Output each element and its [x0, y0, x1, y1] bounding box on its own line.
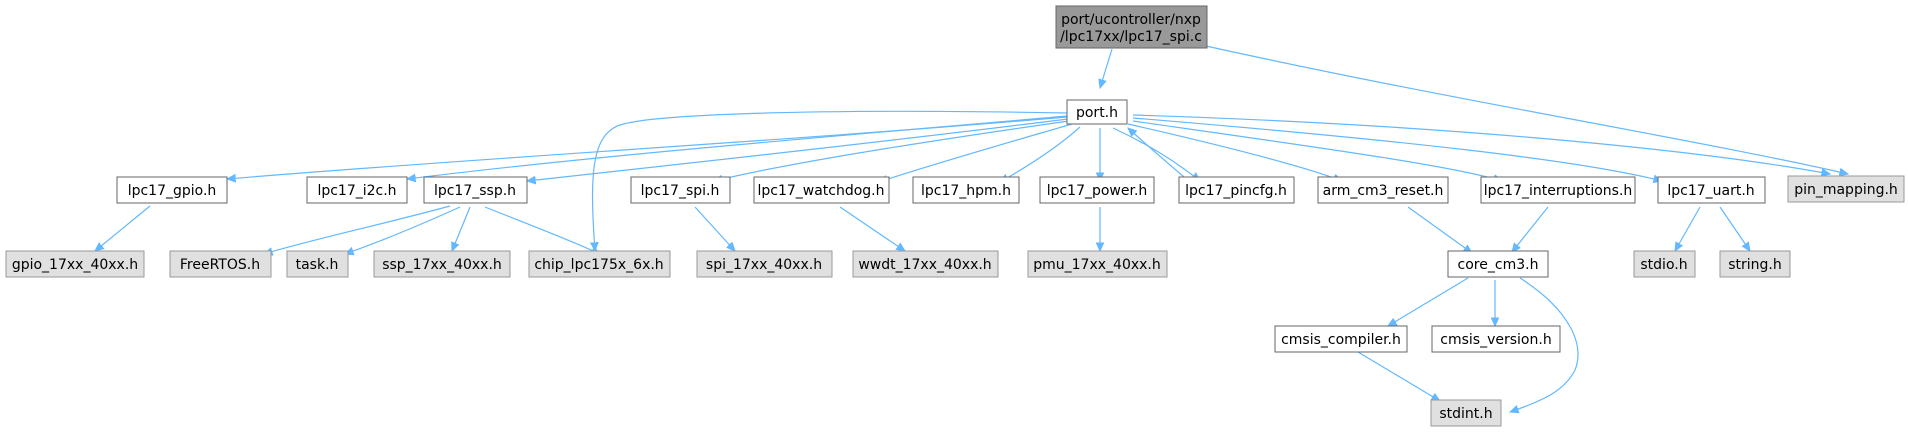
node-lpc17-uart-h-label: lpc17_uart.h: [1667, 183, 1754, 199]
edge-lpc17-uart-stdio: [1675, 206, 1701, 251]
node-cmsis-version-h-label: cmsis_version.h: [1440, 332, 1551, 348]
edge-port-lpc17-spi-h: [714, 120, 1070, 181]
edge-core-cm3-cmsis-compiler: [1388, 277, 1469, 326]
node-arm-cm3-reset-h-label: arm_cm3_reset.h: [1323, 183, 1444, 199]
node-cmsis-compiler-h[interactable]: cmsis_compiler.h: [1274, 325, 1408, 353]
nodes: port/ucontroller/nxp /lpc17xx/lpc17_spi.…: [5, 5, 1905, 427]
edge-port-arm-cm3-reset-h: [1127, 123, 1342, 181]
edge-core-cm3-stdint: [1510, 277, 1579, 412]
edge-port-lpc17-i2c-h: [407, 115, 1068, 179]
root-file-label-line2: /lpc17xx/lpc17_spi.c: [1060, 29, 1202, 45]
node-task-h[interactable]: task.h: [286, 250, 349, 278]
edge-port-lpc17-interruptions-h: [1132, 120, 1502, 181]
node-spi-17xx-40xx-h-label: spi_17xx_40xx.h: [706, 257, 822, 273]
root-file-label-line1: port/ucontroller/nxp: [1061, 12, 1201, 28]
node-core-cm3-h-label: core_cm3.h: [1458, 257, 1539, 273]
node-lpc17-power-h-label: lpc17_power.h: [1047, 183, 1148, 199]
node-ssp-17xx-40xx-h-label: ssp_17xx_40xx.h: [382, 257, 502, 273]
edge-port-lpc17-hpm-h: [1000, 126, 1081, 182]
node-lpc17-hpm-h[interactable]: lpc17_hpm.h: [912, 176, 1020, 204]
edge-port-pin-mapping-h: [1132, 114, 1830, 174]
node-lpc17-interruptions-h[interactable]: lpc17_interruptions.h: [1480, 176, 1636, 204]
node-string-h-label: string.h: [1728, 257, 1782, 273]
node-root-file[interactable]: port/ucontroller/nxp /lpc17xx/lpc17_spi.…: [1055, 5, 1208, 49]
edge-port-lpc17-ssp-h: [527, 118, 1069, 181]
node-lpc17-pincfg-h-label: lpc17_pincfg.h: [1185, 183, 1287, 199]
node-stdio-h-label: stdio.h: [1640, 257, 1687, 273]
edge-port-lpc17-pincfg-h: [1112, 127, 1200, 181]
edge-arm-cm3-reset-core-cm3: [1407, 206, 1472, 253]
node-lpc17-watchdog-h[interactable]: lpc17_watchdog.h: [753, 176, 890, 204]
node-lpc17-spi-h[interactable]: lpc17_spi.h: [630, 176, 731, 204]
node-lpc17-hpm-h-label: lpc17_hpm.h: [921, 183, 1011, 199]
node-pmu-17xx-40xx-h[interactable]: pmu_17xx_40xx.h: [1027, 250, 1168, 278]
node-lpc17-watchdog-h-label: lpc17_watchdog.h: [757, 183, 884, 199]
node-stdint-h[interactable]: stdint.h: [1430, 399, 1502, 427]
node-ssp-17xx-40xx-h[interactable]: ssp_17xx_40xx.h: [373, 250, 511, 278]
edge-root-pin-mapping-h: [1205, 45, 1848, 174]
node-port-h[interactable]: port.h: [1066, 99, 1128, 125]
node-lpc17-spi-h-label: lpc17_spi.h: [641, 183, 720, 199]
node-lpc17-power-h[interactable]: lpc17_power.h: [1039, 176, 1155, 204]
node-lpc17-gpio-h-label: lpc17_gpio.h: [128, 183, 217, 199]
node-lpc17-ssp-h[interactable]: lpc17_ssp.h: [423, 176, 528, 204]
node-lpc17-interruptions-h-label: lpc17_interruptions.h: [1484, 183, 1633, 199]
node-lpc17-gpio-h[interactable]: lpc17_gpio.h: [116, 176, 228, 204]
node-pmu-17xx-40xx-h-label: pmu_17xx_40xx.h: [1033, 257, 1161, 273]
node-wwdt-17xx-40xx-h[interactable]: wwdt_17xx_40xx.h: [852, 250, 999, 278]
node-gpio-17xx-40xx-h[interactable]: gpio_17xx_40xx.h: [5, 250, 145, 278]
node-pin-mapping-h[interactable]: pin_mapping.h: [1787, 175, 1905, 203]
edge-cmsis-compiler-stdint: [1357, 351, 1440, 401]
node-chip-lpc175x-6x-h-label: chip_lpc175x_6x.h: [534, 257, 663, 273]
node-lpc17-uart-h[interactable]: lpc17_uart.h: [1657, 176, 1766, 204]
node-core-cm3-h[interactable]: core_cm3.h: [1447, 250, 1549, 278]
edge-lpc17-ssp-ssp17xx: [452, 206, 471, 251]
node-spi-17xx-40xx-h[interactable]: spi_17xx_40xx.h: [696, 250, 833, 278]
node-stdint-h-label: stdint.h: [1439, 406, 1492, 422]
node-lpc17-i2c-h[interactable]: lpc17_i2c.h: [306, 176, 408, 204]
edges: [95, 45, 1848, 412]
node-gpio-17xx-40xx-h-label: gpio_17xx_40xx.h: [12, 257, 138, 273]
node-task-h-label: task.h: [296, 257, 339, 273]
node-string-h[interactable]: string.h: [1719, 250, 1791, 278]
edge-root-port-h: [1100, 48, 1113, 88]
node-lpc17-i2c-h-label: lpc17_i2c.h: [317, 183, 396, 199]
node-chip-lpc175x-6x-h[interactable]: chip_lpc175x_6x.h: [528, 250, 671, 278]
node-lpc17-ssp-h-label: lpc17_ssp.h: [434, 183, 516, 199]
edge-port-lpc17-gpio-h: [227, 116, 1068, 179]
edge-port-lpc17-uart-h: [1132, 117, 1662, 181]
edge-port-chip-lpc175x-h: [593, 110, 1068, 251]
node-arm-cm3-reset-h[interactable]: arm_cm3_reset.h: [1317, 176, 1449, 204]
edge-lpc17-spi-spi17xx: [694, 206, 735, 251]
node-cmsis-compiler-h-label: cmsis_compiler.h: [1281, 332, 1401, 348]
node-stdio-h[interactable]: stdio.h: [1633, 250, 1696, 278]
edge-lpc17-ssp-chip: [484, 206, 600, 255]
node-cmsis-version-h[interactable]: cmsis_version.h: [1431, 325, 1561, 353]
node-pin-mapping-h-label: pin_mapping.h: [1794, 182, 1898, 198]
node-wwdt-17xx-40xx-h-label: wwdt_17xx_40xx.h: [858, 257, 991, 273]
node-freertos-h[interactable]: FreeRTOS.h: [169, 250, 272, 278]
edge-lpc17-gpio-gpio-17xx: [95, 205, 151, 251]
edge-lpc17-interruptions-core-cm3: [1512, 206, 1549, 252]
edge-lpc17-ssp-freertos: [264, 205, 451, 254]
edge-lpc17-uart-string: [1719, 206, 1750, 251]
edge-lpc17-ssp-task: [345, 206, 461, 254]
edge-port-lpc17-watchdog-h: [879, 123, 1073, 182]
edge-lpc17-watchdog-wwdt: [839, 206, 905, 251]
node-freertos-h-label: FreeRTOS.h: [180, 257, 260, 273]
node-lpc17-pincfg-h[interactable]: lpc17_pincfg.h: [1178, 176, 1295, 204]
node-port-h-label: port.h: [1076, 105, 1118, 121]
